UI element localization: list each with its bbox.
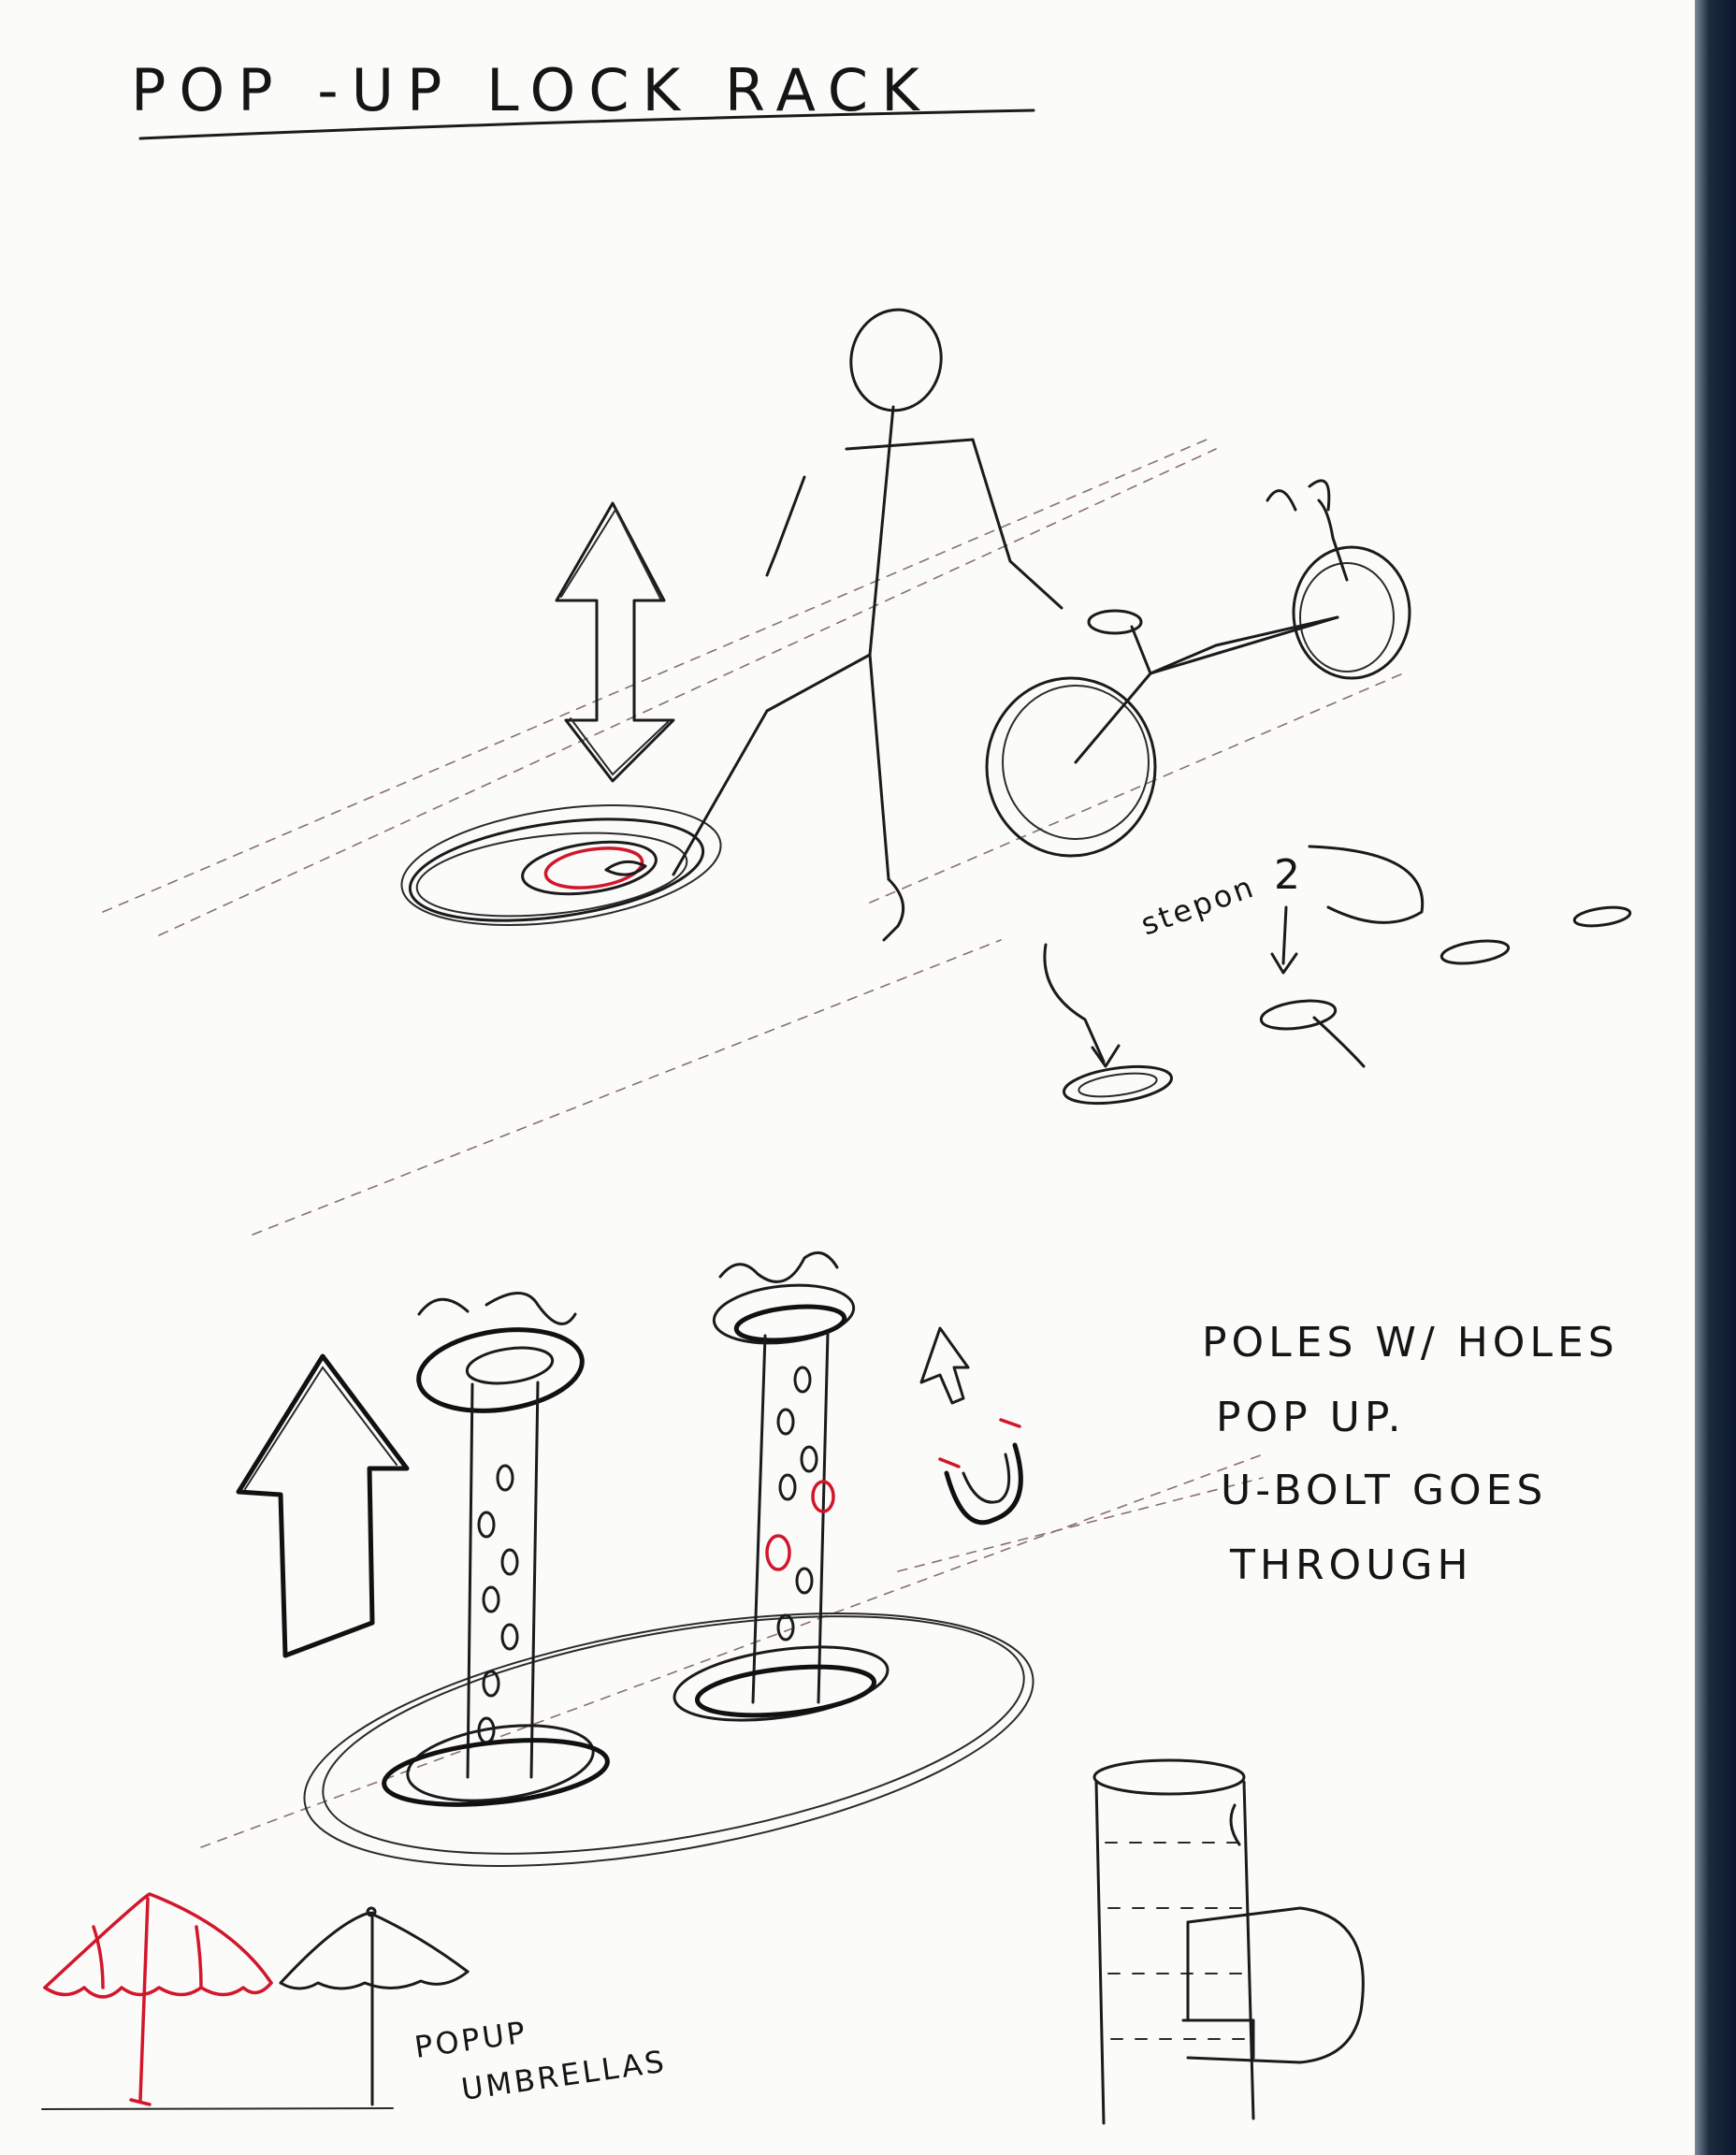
guide-line	[103, 440, 1207, 912]
u-bolt	[921, 1328, 1020, 1523]
pole-right	[670, 1252, 892, 1731]
guide-line	[201, 1454, 1263, 1847]
bike-seat	[1089, 611, 1141, 633]
pole-left	[381, 1294, 610, 1815]
stepon-label: stepon	[1136, 868, 1260, 942]
note-line-2: POP UP.	[1216, 1394, 1406, 1441]
pole-stack-sketch	[1094, 1760, 1363, 2123]
pedal-disc	[1440, 937, 1510, 967]
bottom-scene: POPUP UMBRELLAS	[42, 1760, 1363, 2123]
up-arrow	[239, 1356, 407, 1656]
note-line-4: THROUGH	[1229, 1541, 1473, 1589]
umbrella-black	[281, 1908, 468, 2104]
up-down-arrow	[557, 503, 673, 781]
step-on-pedals: stepon 2	[1045, 846, 1631, 1109]
note-line-1: POLES W/ HOLES	[1202, 1319, 1619, 1367]
guide-line	[870, 673, 1403, 903]
red-hole	[767, 1536, 789, 1569]
front-wheel	[1294, 547, 1410, 678]
figure-head	[843, 302, 948, 417]
umbrella-red	[45, 1894, 271, 2104]
stepon-numeral: 2	[1274, 851, 1306, 899]
top-scene: stepon 2	[103, 302, 1631, 1235]
note-line-3: U-BOLT GOES	[1221, 1467, 1547, 1514]
ground-line	[42, 2108, 393, 2109]
red-bolt-end	[940, 1459, 959, 1467]
page-edge-strip	[1695, 0, 1736, 2155]
pedal-disc	[1573, 904, 1631, 929]
note-block: POLES W/ HOLES POP UP. U-BOLT GOES THROU…	[1202, 1319, 1619, 1589]
pedal-disc	[1062, 1061, 1174, 1109]
guide-line	[253, 940, 1001, 1235]
bicycle	[987, 481, 1410, 856]
middle-scene: POLES W/ HOLES POP UP. U-BOLT GOES THROU…	[201, 1252, 1619, 1912]
umbrella-label-line-1: POPUP	[412, 2014, 530, 2065]
rear-wheel	[987, 678, 1155, 856]
